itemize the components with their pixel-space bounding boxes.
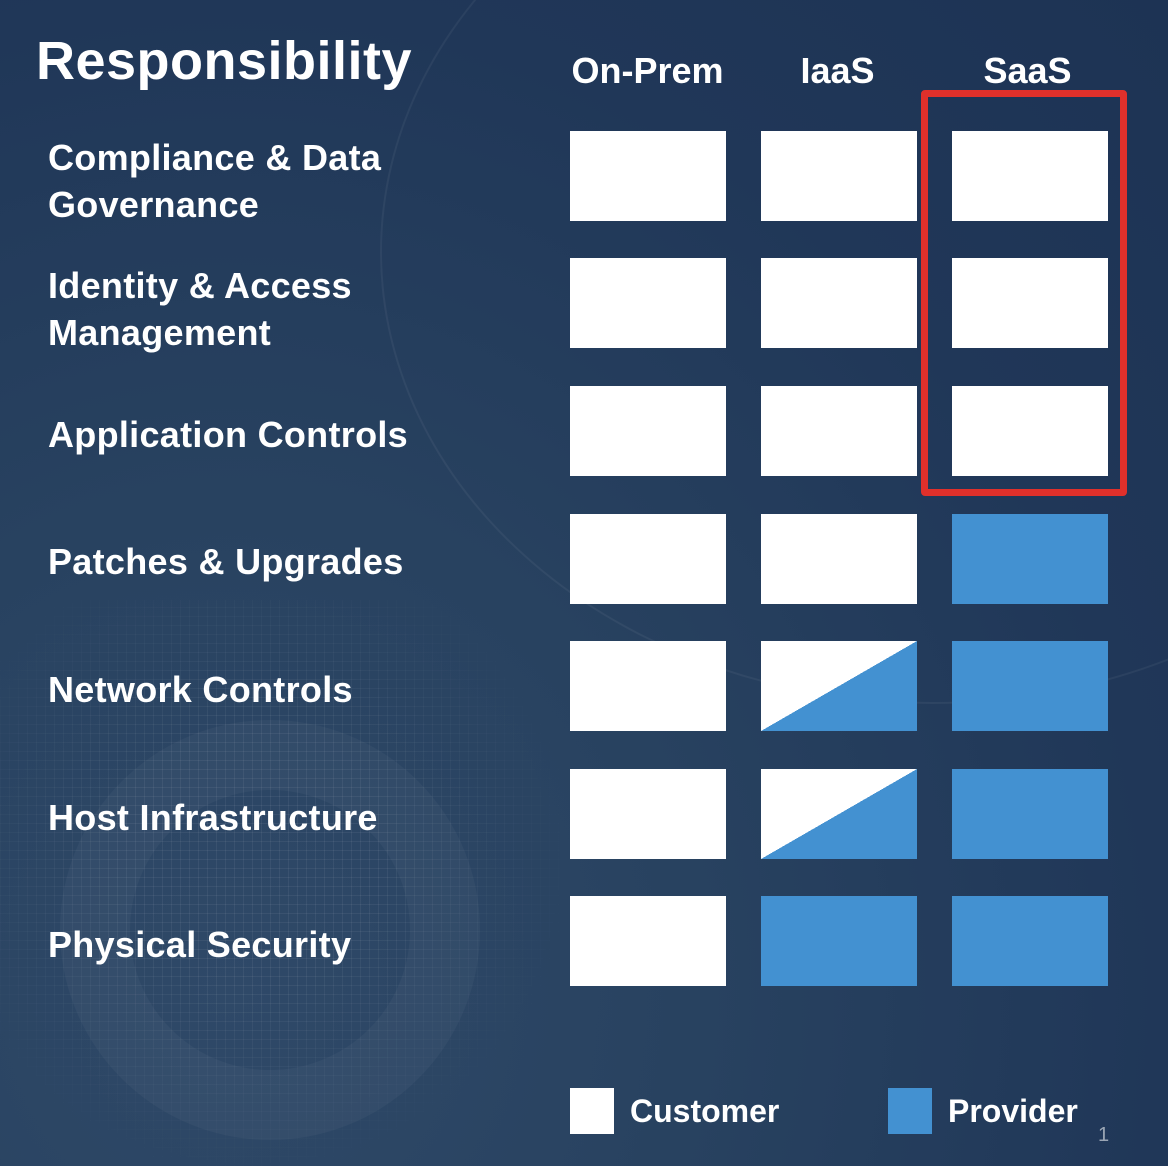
cell-customer: [761, 514, 917, 604]
cell-provider: [952, 641, 1108, 731]
page-number: 1: [1098, 1124, 1110, 1146]
cell-customer: [570, 641, 726, 731]
cell-customer: [761, 386, 917, 476]
cell-customer: [570, 514, 726, 604]
column-header-saas: SaaS: [983, 50, 1072, 91]
row-label-line: Application Controls: [48, 414, 408, 455]
row-label-identity: Identity & Access Management: [48, 262, 508, 356]
row-label-line: Network Controls: [48, 669, 353, 710]
cell-customer: [570, 769, 726, 859]
row-label-host-infrastructure: Host Infrastructure: [48, 794, 508, 841]
cell-provider: [952, 769, 1108, 859]
background-grid-pattern: [0, 600, 560, 1166]
cell-provider: [761, 896, 917, 986]
cell-customer: [570, 896, 726, 986]
legend-provider-label: Provider: [948, 1093, 1078, 1129]
saas-highlight-box: [921, 90, 1127, 496]
row-label-compliance: Compliance & Data Governance: [48, 134, 508, 228]
slide-title: Responsibility: [36, 31, 413, 91]
cell-shared: [761, 769, 917, 859]
cell-customer: [952, 258, 1108, 348]
row-label-line: Management: [48, 312, 272, 353]
legend-customer-swatch: [570, 1088, 614, 1134]
column-header-on-prem: On-Prem: [571, 50, 724, 91]
cell-customer: [570, 386, 726, 476]
cell-shared: [761, 641, 917, 731]
row-label-physical-security: Physical Security: [48, 921, 508, 968]
row-label-line: Patches & Upgrades: [48, 541, 404, 582]
column-header-iaas: IaaS: [800, 50, 875, 91]
legend-customer-label: Customer: [630, 1093, 780, 1129]
cell-customer: [952, 386, 1108, 476]
cell-customer: [570, 258, 726, 348]
cell-customer: [761, 131, 917, 221]
row-label-line: Physical Security: [48, 924, 352, 965]
row-label-patches: Patches & Upgrades: [48, 538, 508, 585]
cell-customer: [570, 131, 726, 221]
row-label-line: Governance: [48, 184, 260, 225]
row-label-network-controls: Network Controls: [48, 666, 508, 713]
cell-customer: [952, 131, 1108, 221]
cell-provider: [952, 514, 1108, 604]
row-label-application-controls: Application Controls: [48, 411, 508, 458]
cell-provider: [952, 896, 1108, 986]
row-label-line: Compliance & Data: [48, 137, 382, 178]
row-label-line: Host Infrastructure: [48, 797, 378, 838]
legend-provider-swatch: [888, 1088, 932, 1134]
row-label-line: Identity & Access: [48, 265, 352, 306]
cell-customer: [761, 258, 917, 348]
